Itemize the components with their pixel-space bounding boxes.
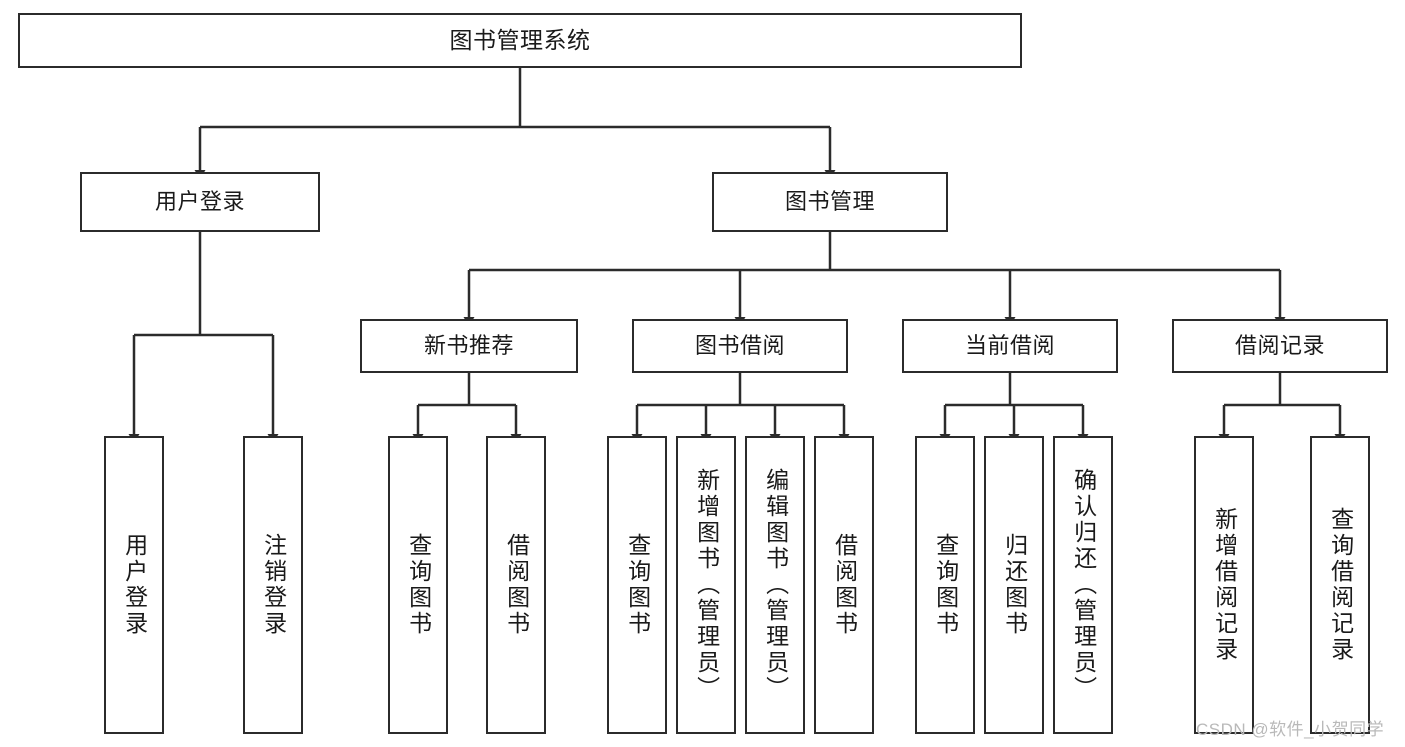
node-label: 用户登录 [121, 533, 148, 637]
node-current-borrow[interactable]: 当前借阅 [902, 319, 1118, 373]
node-leaf-confirm-return[interactable]: 确认归还（管理员） [1053, 436, 1113, 734]
node-leaf-add-record[interactable]: 新增借阅记录 [1194, 436, 1254, 734]
node-leaf-edit-book[interactable]: 编辑图书（管理员） [745, 436, 805, 734]
node-leaf-query-record[interactable]: 查询借阅记录 [1310, 436, 1370, 734]
node-leaf-query-book-2[interactable]: 查询图书 [607, 436, 667, 734]
node-label: 借阅记录 [1234, 333, 1325, 359]
node-label: 查询借阅记录 [1327, 507, 1354, 663]
node-label: 新增借阅记录 [1211, 507, 1238, 663]
node-label: 图书管理系统 [449, 26, 591, 53]
node-user-login[interactable]: 用户登录 [80, 172, 320, 232]
node-leaf-query-book-3[interactable]: 查询图书 [915, 436, 975, 734]
node-label: 查询图书 [405, 533, 432, 637]
node-label: 图书借阅 [694, 333, 785, 359]
node-leaf-query-book-1[interactable]: 查询图书 [388, 436, 448, 734]
node-root[interactable]: 图书管理系统 [18, 13, 1022, 68]
node-leaf-return-book[interactable]: 归还图书 [984, 436, 1044, 734]
node-new-book-rec[interactable]: 新书推荐 [360, 319, 578, 373]
node-leaf-user-login[interactable]: 用户登录 [104, 436, 164, 734]
node-label: 查询图书 [932, 533, 959, 637]
node-label: 新增图书（管理员） [693, 468, 720, 702]
watermark-text: CSDN @软件_小贺同学 [1196, 720, 1385, 739]
node-label: 注销登录 [260, 533, 287, 637]
node-label: 归还图书 [1001, 533, 1028, 637]
node-label: 用户登录 [154, 189, 245, 215]
node-label: 当前借阅 [964, 333, 1055, 359]
node-label: 查询图书 [624, 533, 651, 637]
node-label: 确认归还（管理员） [1070, 468, 1097, 702]
node-borrow-record[interactable]: 借阅记录 [1172, 319, 1388, 373]
node-book-manage[interactable]: 图书管理 [712, 172, 948, 232]
node-book-borrow[interactable]: 图书借阅 [632, 319, 848, 373]
node-leaf-borrow-book-2[interactable]: 借阅图书 [814, 436, 874, 734]
node-label: 图书管理 [784, 189, 875, 215]
node-leaf-logout[interactable]: 注销登录 [243, 436, 303, 734]
node-label: 新书推荐 [423, 333, 514, 359]
node-label: 借阅图书 [831, 533, 858, 637]
node-leaf-borrow-book-1[interactable]: 借阅图书 [486, 436, 546, 734]
node-leaf-add-book[interactable]: 新增图书（管理员） [676, 436, 736, 734]
node-label: 编辑图书（管理员） [762, 468, 789, 702]
edge-lines [128, 68, 1346, 443]
node-label: 借阅图书 [503, 533, 530, 637]
